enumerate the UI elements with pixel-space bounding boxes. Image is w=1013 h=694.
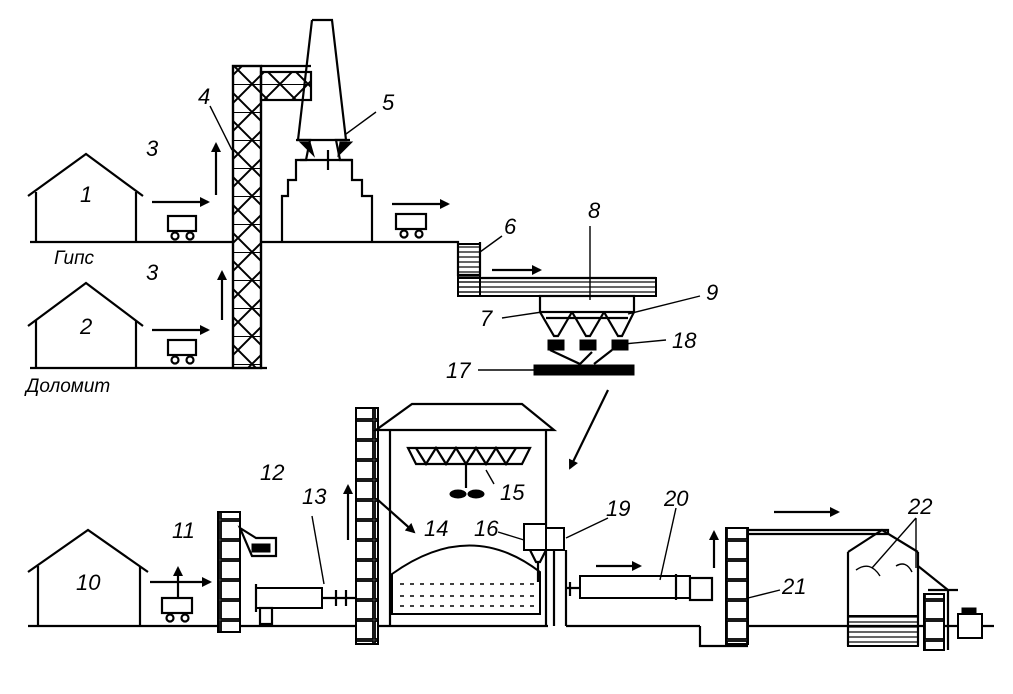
leader-line: [311, 515, 325, 585]
flow-arrow: [377, 499, 416, 534]
label-10: 10: [76, 570, 101, 595]
ball-mill: [566, 574, 714, 602]
label-17: 17: [446, 358, 471, 383]
dolomite-warehouse: [27, 281, 144, 368]
leader-line: [747, 589, 781, 599]
label-14: 14: [424, 516, 448, 541]
ground-line-bottom: [28, 624, 994, 648]
dosing-feeders: [547, 339, 629, 366]
label-16: 16: [474, 516, 499, 541]
label-19: 19: [606, 496, 630, 521]
hopper-conveyor: [457, 243, 657, 297]
label-20: 20: [663, 486, 689, 511]
collecting-belt: [533, 364, 635, 376]
leader-line: [485, 469, 495, 485]
leader-line: [565, 517, 609, 539]
leader-line: [501, 311, 543, 319]
label-9: 9: [706, 280, 718, 305]
cart-icon: [166, 338, 198, 365]
label-21: 21: [781, 574, 806, 599]
label-gypsum: Гипс: [54, 248, 95, 269]
elevator-column: [725, 527, 749, 645]
leader-line: [209, 105, 233, 151]
elevator-tower: [231, 64, 313, 370]
cement-silo: [846, 528, 983, 651]
leader-line: [345, 111, 377, 135]
leader-line: [497, 531, 525, 541]
label-12: 12: [260, 460, 284, 485]
crusher-mill: [254, 584, 356, 626]
leader-line: [479, 235, 503, 253]
storage-bunkers: [538, 294, 636, 338]
leader-line: [627, 295, 701, 315]
cart-icon: [394, 212, 428, 239]
conveyor-line: [748, 528, 890, 536]
label-3a: 3: [146, 136, 159, 161]
label-22: 22: [907, 494, 932, 519]
shaft-kiln: [280, 18, 374, 242]
cart-icon: [160, 596, 194, 623]
label-11: 11: [172, 518, 195, 543]
cart-icon: [166, 214, 198, 241]
separator: [523, 523, 568, 626]
silo-brick-column: [923, 593, 945, 651]
silo-building: [372, 402, 558, 626]
flow-arrow: [569, 389, 609, 470]
label-13: 13: [302, 484, 327, 509]
label-6: 6: [504, 214, 517, 239]
label-4: 4: [198, 84, 210, 109]
leader-line: [871, 517, 917, 569]
leader-line: [623, 339, 667, 345]
bucket-elevator: [217, 511, 278, 633]
label-1: 1: [80, 182, 92, 207]
label-18: 18: [672, 328, 697, 353]
label-2: 2: [79, 314, 92, 339]
raw-materials-warehouse: [27, 528, 149, 626]
brick-column: [355, 407, 379, 645]
leader-line: [659, 507, 677, 581]
label-dolomite: Доломит: [24, 376, 110, 397]
label-3b: 3: [146, 260, 159, 285]
gypsum-warehouse: [27, 152, 144, 242]
label-7: 7: [480, 306, 493, 331]
label-15: 15: [500, 480, 525, 505]
label-8: 8: [588, 198, 601, 223]
label-5: 5: [382, 90, 395, 115]
